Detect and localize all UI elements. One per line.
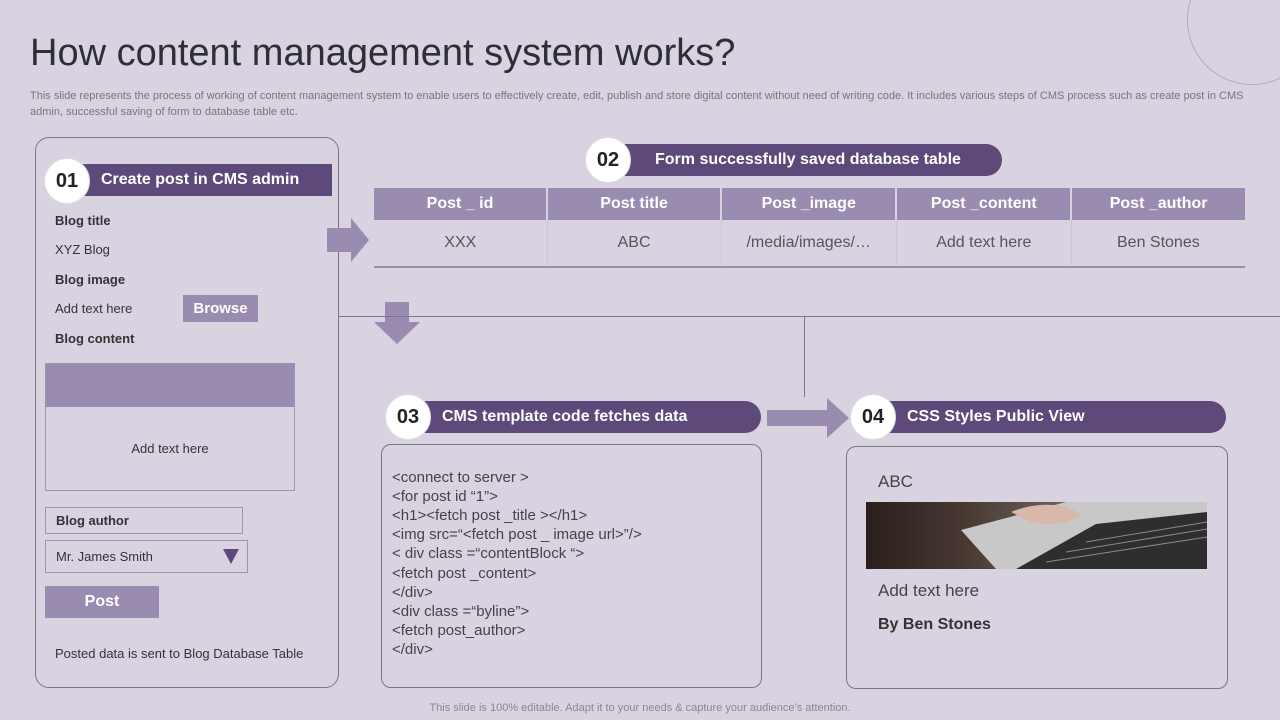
- decorative-circle: [1187, 0, 1280, 85]
- step4-number: 04: [850, 394, 896, 440]
- public-view-panel: [846, 446, 1228, 689]
- browse-button[interactable]: Browse: [183, 295, 258, 322]
- table-header: Post _content: [896, 188, 1073, 220]
- step3-title: CMS template code fetches data: [407, 401, 761, 433]
- code-line: <h1><fetch post _title ></h1>: [392, 507, 588, 524]
- chevron-down-icon[interactable]: [223, 549, 239, 564]
- code-line: <fetch post _content>: [392, 565, 537, 582]
- blog-image-label: Blog image: [55, 272, 126, 287]
- public-view-text: Add text here: [878, 581, 980, 600]
- post-button[interactable]: Post: [45, 586, 159, 618]
- database-table: Post _ id Post title Post _image Post _c…: [374, 188, 1245, 268]
- table-header: Post title: [547, 188, 723, 220]
- blog-author-select[interactable]: Mr. James Smith: [45, 540, 248, 573]
- code-panel: [381, 444, 762, 688]
- step3-number: 03: [385, 394, 431, 440]
- table-cell: ABC: [547, 220, 722, 268]
- table-cell: Add text here: [896, 220, 1072, 268]
- code-line: <div class =“byline”>: [392, 603, 530, 620]
- blog-content-label: Blog content: [55, 331, 135, 346]
- code-line: </div>: [392, 584, 433, 601]
- table-row: XXX ABC /media/images/… Add text here Be…: [374, 220, 1245, 268]
- divider: [804, 317, 805, 397]
- table-cell: /media/images/…: [721, 220, 897, 268]
- table-header: Post _image: [721, 188, 898, 220]
- step1-panel: [35, 137, 339, 688]
- code-line: < div class =“contentBlock “>: [392, 545, 585, 562]
- table-cell: Ben Stones: [1071, 220, 1245, 268]
- blog-title-label: Blog title: [55, 213, 111, 228]
- blog-content-value: Add text here: [131, 441, 209, 456]
- public-view-byline: By Ben Stones: [878, 616, 991, 633]
- code-line: <connect to server >: [392, 469, 529, 486]
- step1-title: Create post in CMS admin: [62, 164, 332, 196]
- code-line: <for post id “1”>: [392, 488, 498, 505]
- blog-content-toolbar: [46, 364, 294, 407]
- step4-title: CSS Styles Public View: [873, 401, 1226, 433]
- step1-note: Posted data is sent to Blog Database Tab…: [55, 646, 304, 661]
- arrow-right-icon: [327, 218, 369, 262]
- page-title: How content management system works?: [30, 32, 736, 74]
- code-line: <fetch post_author>: [392, 622, 526, 639]
- step2-title: Form successfully saved database table: [603, 144, 1002, 176]
- arrow-down-icon: [374, 302, 420, 344]
- code-line: <img src=“<fetch post _ image url>”/>: [392, 526, 642, 543]
- step2-number: 02: [585, 137, 631, 183]
- blog-image-value[interactable]: Add text here: [55, 301, 133, 316]
- footer-note: This slide is 100% editable. Adapt it to…: [429, 702, 851, 714]
- code-line: </div>: [392, 641, 433, 658]
- blog-author-label: Blog author: [45, 507, 243, 534]
- table-header: Post _author: [1071, 188, 1245, 220]
- blog-content-textarea[interactable]: [45, 363, 295, 491]
- page-description: This slide represents the process of wor…: [30, 90, 1244, 118]
- step1-number: 01: [44, 158, 90, 204]
- table-header: Post _ id: [374, 188, 549, 220]
- blog-title-value[interactable]: XYZ Blog: [55, 242, 110, 257]
- table-cell: XXX: [374, 220, 548, 268]
- arrow-right-icon: [767, 398, 849, 438]
- divider: [339, 316, 1280, 317]
- laptop-photo: [866, 502, 1207, 569]
- public-view-title: ABC: [878, 472, 913, 491]
